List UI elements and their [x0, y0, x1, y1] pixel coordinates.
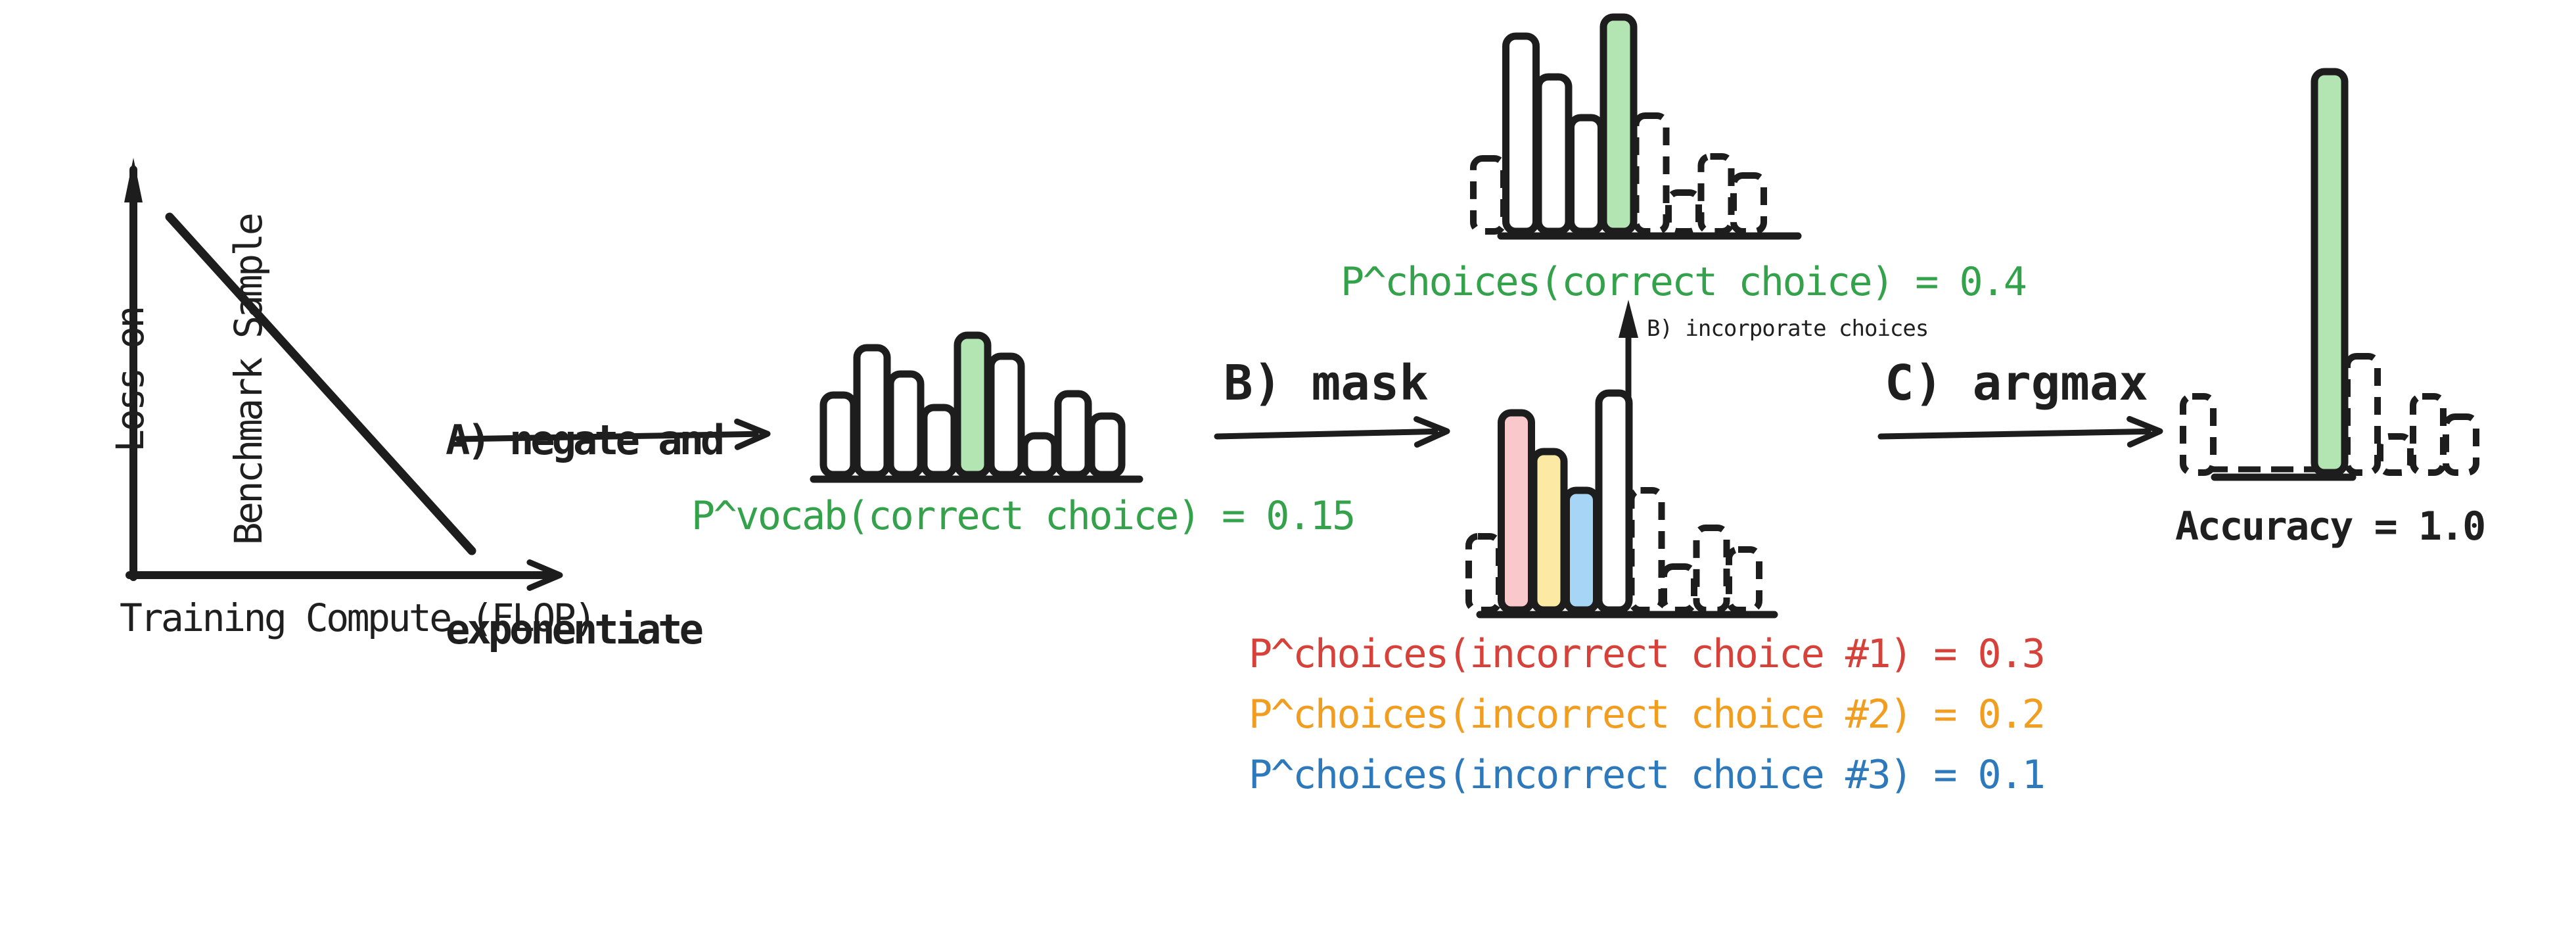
loss-curve-trend-line: [165, 212, 476, 555]
incorrect-choice-2-label: P^choices(incorrect choice #2) = 0.2: [1249, 691, 2046, 737]
step-a-label-line2: exponentiate: [446, 605, 704, 653]
choices-distribution-bar-6-dashed: [1632, 112, 1670, 235]
step-a-label: A) negate and exponentiate: [446, 283, 725, 787]
arrow-b-mask-head-icon: [1414, 416, 1450, 448]
arrow-c-argmax-head-icon: [2127, 415, 2163, 448]
choices-correct-choice-label: P^choices(correct choice) = 0.4: [1341, 259, 2027, 305]
vocab-distribution-bar-7-white: [1021, 432, 1059, 479]
arrow-b-mask-shaft: [1214, 428, 1438, 440]
step-c-argmax-label: C) argmax: [1885, 355, 2148, 411]
masked-choices-distribution-bar-2-pink: [1498, 409, 1535, 614]
choices-distribution-bar-8-dashed: [1697, 153, 1735, 235]
masked-choices-distribution-bar-4-blue: [1563, 486, 1600, 614]
loss-curve-y-axis-arrow-icon: [124, 158, 143, 202]
vocab-distribution-bar-8-white: [1054, 390, 1092, 479]
choices-distribution-bar-4-white: [1567, 114, 1605, 235]
vocab-correct-choice-label: P^vocab(correct choice) = 0.15: [691, 493, 1356, 539]
choices-distribution-bar-9-dashed: [1730, 172, 1767, 235]
loss-chart-x-axis-label: Training Compute (FLOP): [120, 596, 597, 640]
step-b-incorporate-label: B) incorporate choices: [1647, 316, 1929, 342]
argmax-distribution-bar-9-dashed: [2443, 413, 2479, 476]
vocab-distribution-bar-6-white: [987, 352, 1025, 479]
arrow-c-argmax-shaft: [1877, 428, 2151, 440]
arrow-b-incorporate-head-icon: [1619, 300, 1638, 338]
incorrect-choice-3-label: P^choices(incorrect choice #3) = 0.1: [1249, 752, 2046, 798]
y-axis-label-line2: Benchmark Sample: [226, 214, 271, 546]
vocab-distribution-bar-1-white: [819, 391, 858, 479]
choices-distribution-bar-7-dashed: [1665, 189, 1702, 235]
masked-choices-distribution-bar-5-white: [1595, 389, 1633, 614]
loss-curve-x-axis-arrow-icon: [526, 559, 563, 591]
argmax-distribution-bar-1-dashed: [2180, 393, 2217, 476]
incorrect-choice-1-label: P^choices(incorrect choice #1) = 0.3: [1249, 631, 2046, 677]
y-axis-label-line1: Loss on: [108, 308, 152, 452]
loss-chart-y-axis-label: Loss on Benchmark Sample: [32, 196, 271, 564]
argmax-distribution-bar-6-dashed: [2344, 353, 2381, 476]
arrow-a-head-icon: [734, 418, 771, 450]
vocab-distribution-bar-2-white: [853, 344, 891, 479]
masked-choices-distribution-bar-1-dashed: [1465, 533, 1502, 613]
masked-choices-distribution-bar-6-dashed: [1628, 487, 1665, 613]
choices-distribution-bar-3-white: [1534, 73, 1573, 235]
vocab-distribution-bar-9-white: [1088, 412, 1126, 479]
choices-distribution-bar-5-green: [1599, 13, 1638, 235]
masked-choices-distribution-bar-3-yellow: [1530, 448, 1568, 614]
step-b-mask-label: B) mask: [1224, 355, 1429, 411]
choices-distribution-bar-2-white: [1502, 32, 1540, 235]
masked-choices-distribution-bar-8-dashed: [1693, 525, 1730, 613]
accuracy-label: Accuracy = 1.0: [2175, 503, 2486, 550]
arrow-a-shaft: [455, 431, 759, 442]
choices-distribution-bar-1-dashed: [1470, 155, 1507, 235]
masked-choices-distribution-bar-9-dashed: [1726, 546, 1762, 613]
argmax-distribution-bar-8-dashed: [2410, 393, 2447, 476]
vocab-distribution-bar-4-white: [920, 404, 958, 479]
vocab-distribution-bar-5-green: [954, 331, 992, 479]
vocab-distribution-bar-3-white: [886, 370, 925, 479]
masked-choices-distribution-bar-7-dashed: [1661, 563, 1697, 613]
argmax-distribution-bar-7-dashed: [2377, 433, 2414, 476]
step-a-label-line1: A) negate and: [446, 416, 725, 464]
argmax-distribution-bar-5-green: [2311, 68, 2349, 477]
